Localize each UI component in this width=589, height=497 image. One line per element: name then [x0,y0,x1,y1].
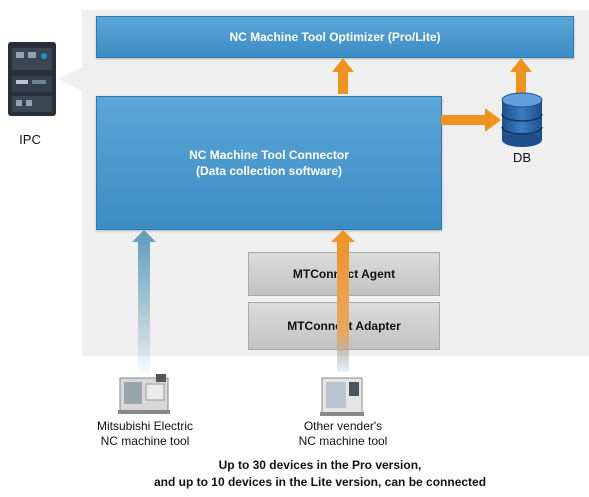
device-limit-note: Up to 30 devices in the Pro version, and… [153,458,487,489]
mitsubishi-machine-tool-icon [116,372,174,416]
db-label: DB [512,150,532,165]
connector-to-optimizer-arrow [332,58,354,94]
database-icon [500,92,544,148]
connector-title: NC Machine Tool Connector [189,148,349,162]
mitsubishi-to-connector-arrow [132,230,156,372]
other-vendor-machine-tool-icon [318,374,368,418]
connector-subtitle: (Data collection software) [195,164,343,178]
ipc-icon [6,40,58,118]
mitsubishi-machine-label: Mitsubishi Electric NC machine tool [96,419,194,448]
ipc-callout-arrow [58,66,84,92]
connector-box: NC Machine Tool Connector (Data collecti… [96,96,442,230]
ipc-label: IPC [19,132,41,147]
optimizer-box: NC Machine Tool Optimizer (Pro/Lite) [96,16,574,58]
optimizer-label: NC Machine Tool Optimizer (Pro/Lite) [229,30,441,44]
db-to-optimizer-arrow [510,58,532,94]
connector-to-db-arrow [441,108,501,132]
other-vendor-machine-label: Other vender's NC machine tool [298,419,388,448]
other-tool-to-connector-arrow [331,230,355,372]
